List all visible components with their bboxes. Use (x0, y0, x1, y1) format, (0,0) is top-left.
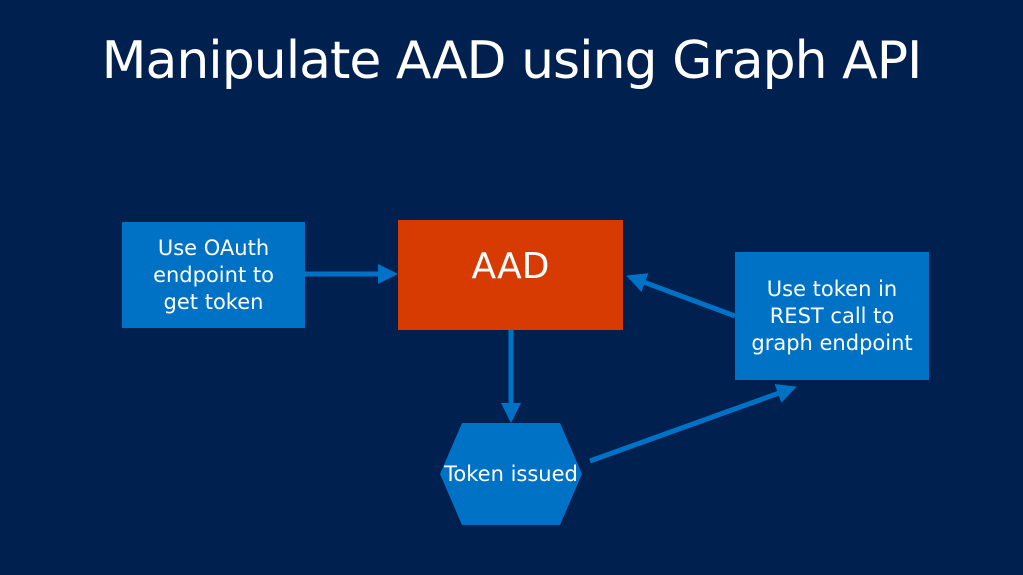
aad-box: AAD (398, 220, 623, 330)
rest-call-box: Use token in REST call to graph endpoint (735, 252, 929, 380)
oauth-endpoint-box: Use OAuth endpoint to get token (122, 222, 305, 328)
rest-call-label: Use token in REST call to graph endpoint (751, 276, 913, 355)
arrow-token-to-rest (589, 384, 797, 464)
token-issued-hexagon: Token issued (440, 423, 582, 525)
slide-title: Manipulate AAD using Graph API (101, 31, 923, 91)
hexagon-shape (440, 423, 582, 525)
token-issued-label: Token issued (444, 461, 578, 486)
oauth-endpoint-label: Use OAuth endpoint to get token (153, 235, 274, 314)
aad-label: AAD (471, 246, 550, 287)
arrow-rest-to-aad (626, 273, 736, 319)
